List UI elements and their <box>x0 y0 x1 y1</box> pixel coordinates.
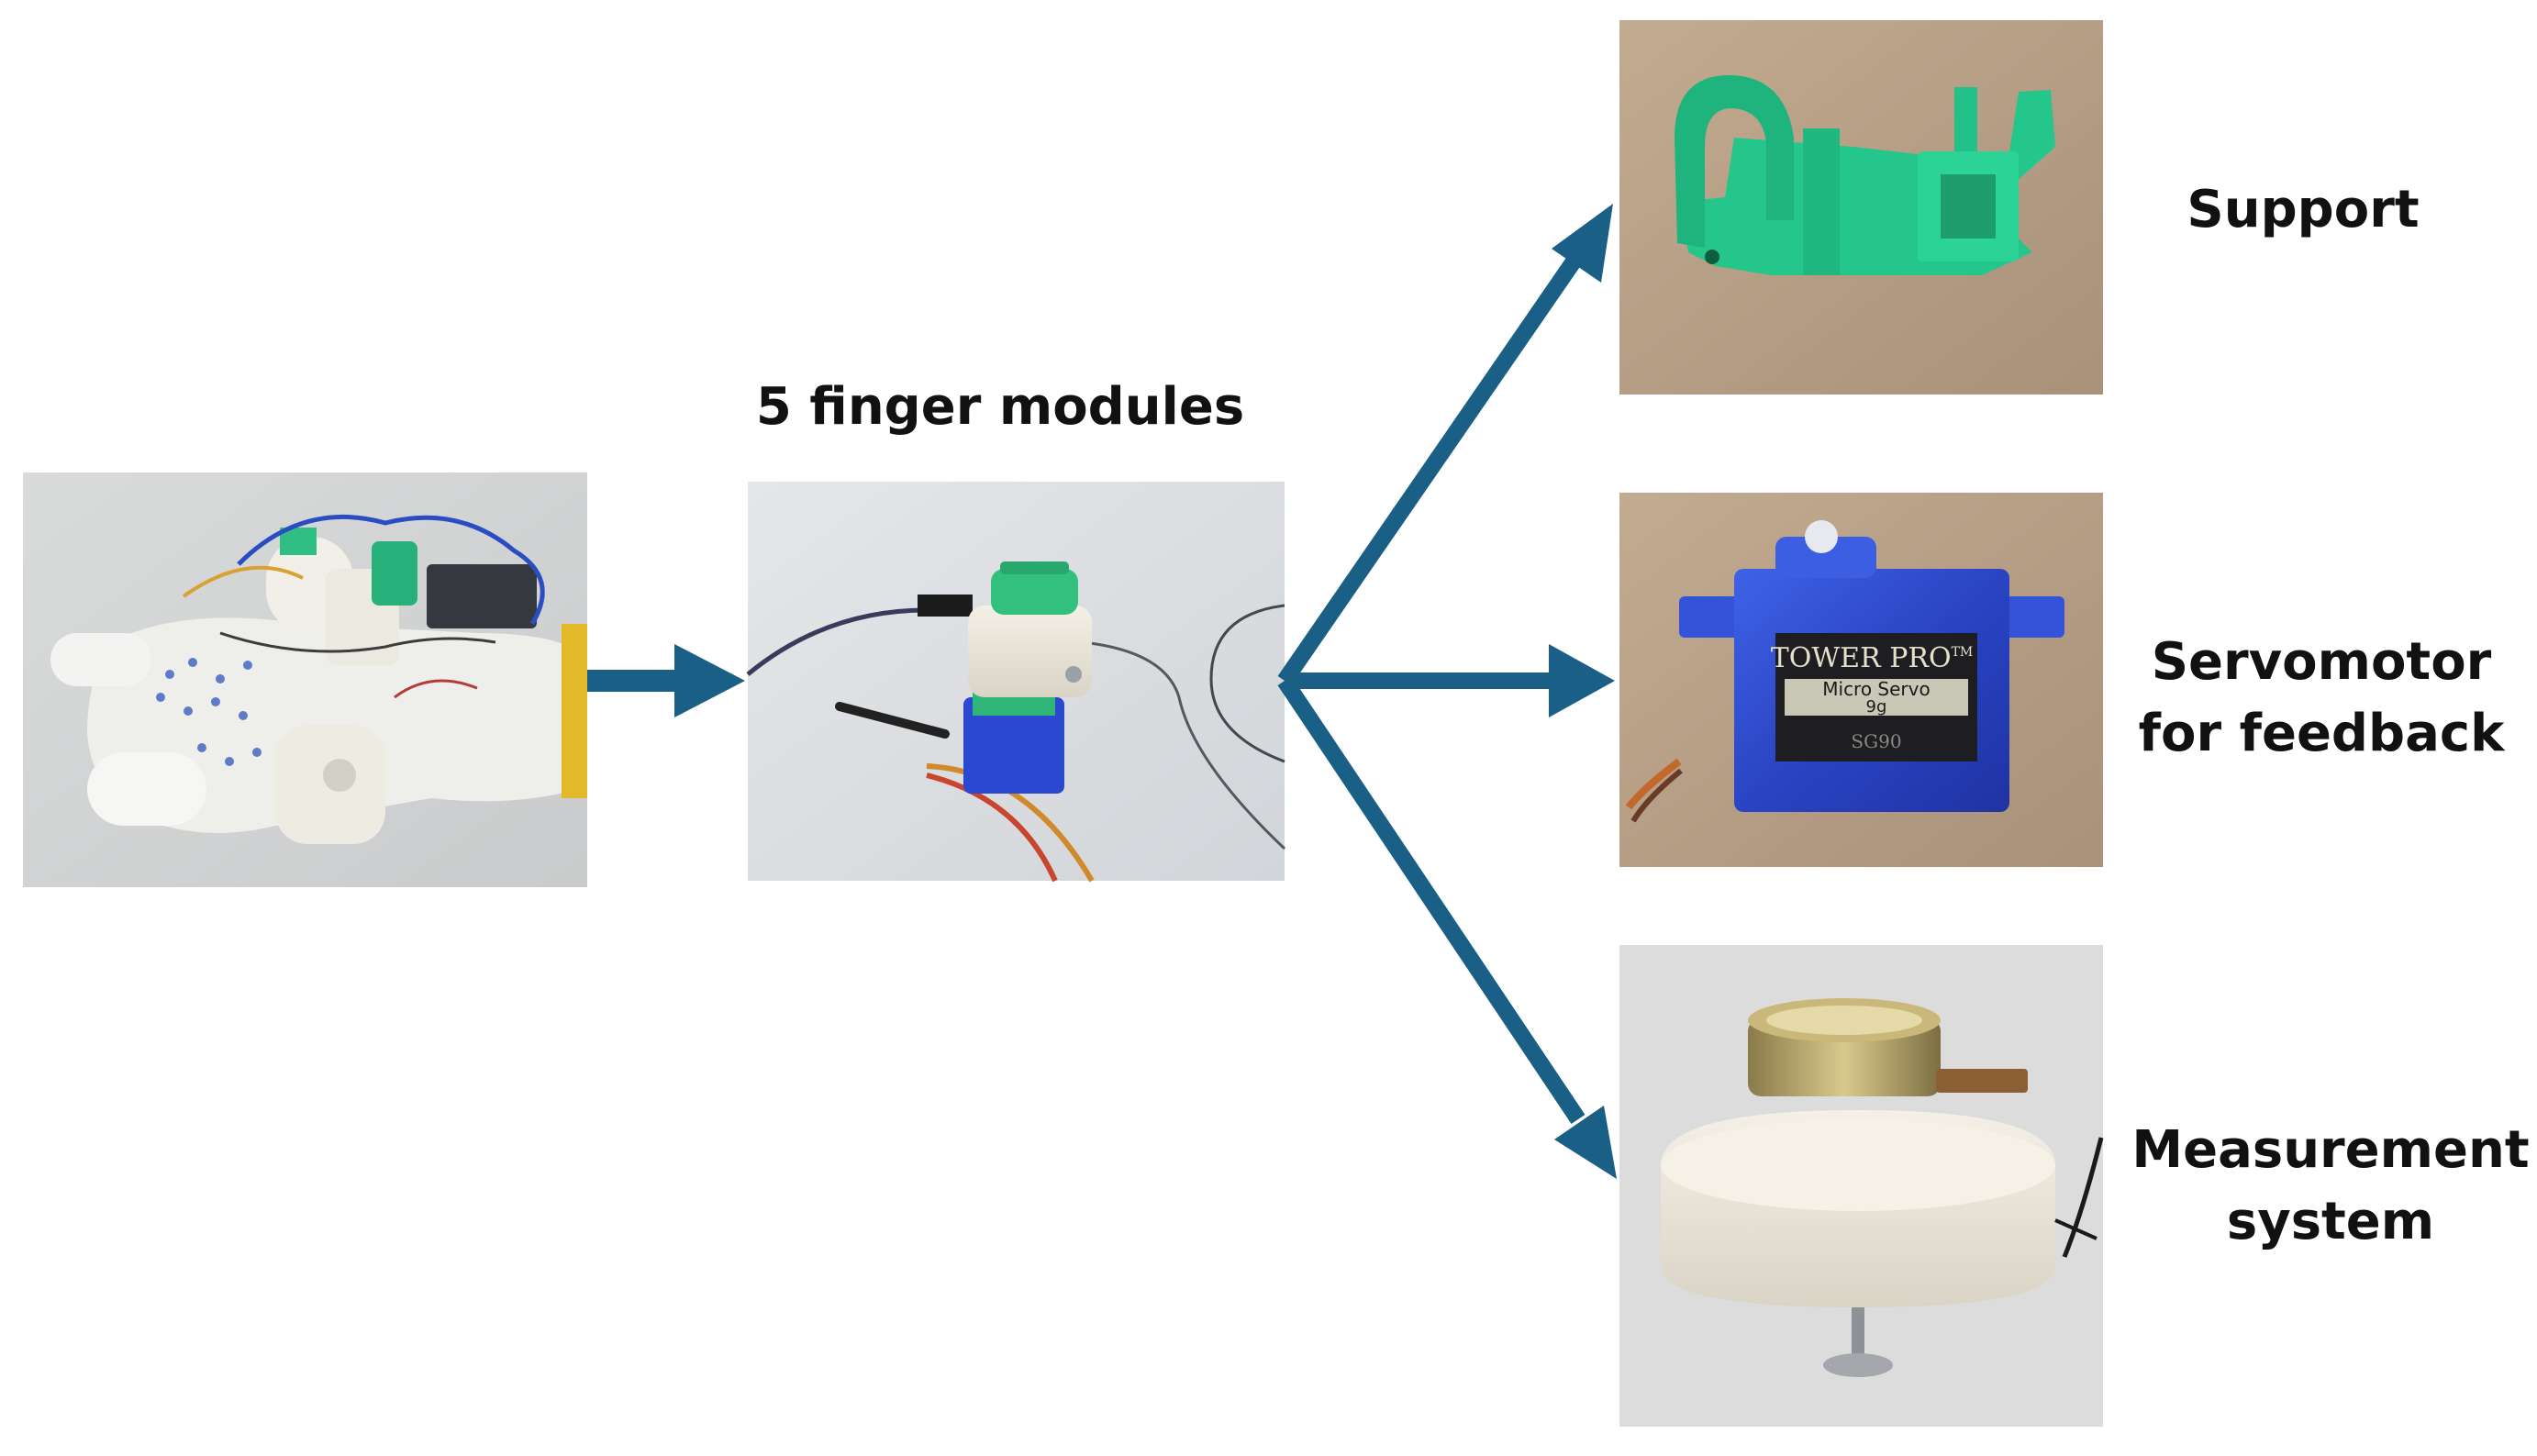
measurement-system-photo <box>1619 945 2104 1427</box>
label-measurement-line1: Measurement <box>2131 1120 2530 1180</box>
label-measurement-line2: system <box>2226 1192 2435 1251</box>
label-measurement-system: Measurement system <box>2110 1115 2537 1258</box>
servo-brand-text: TOWER PROTM <box>1771 642 1974 674</box>
arrow-module-to-servomotor <box>1285 644 1615 717</box>
servo-code: SG90 <box>1851 730 1901 752</box>
servo-brand: TOWER PRO <box>1771 642 1952 674</box>
arrow-glove-to-module <box>587 644 745 717</box>
label-servomotor: Servomotor for feedback <box>2120 627 2523 770</box>
support-photo <box>1619 20 2103 395</box>
glove-photo <box>23 472 587 887</box>
label-servomotor-line1: Servomotor <box>2151 632 2492 692</box>
label-support: Support <box>2186 180 2420 239</box>
arrow-module-to-measurement <box>1277 675 1617 1179</box>
arrow-module-to-support <box>1277 204 1613 686</box>
label-5-finger-modules: 5 finger modules <box>755 377 1245 437</box>
servo-tm: TM <box>1952 645 1974 660</box>
servo-model-line1: Micro Servo <box>1822 678 1930 700</box>
servomotor-photo: TOWER PROTM Micro Servo 9g SG90 <box>1619 493 2103 867</box>
servo-model-line2: 9g <box>1866 697 1887 717</box>
finger-module-photo <box>746 482 1286 883</box>
label-servomotor-line2: for feedback <box>2138 704 2505 763</box>
